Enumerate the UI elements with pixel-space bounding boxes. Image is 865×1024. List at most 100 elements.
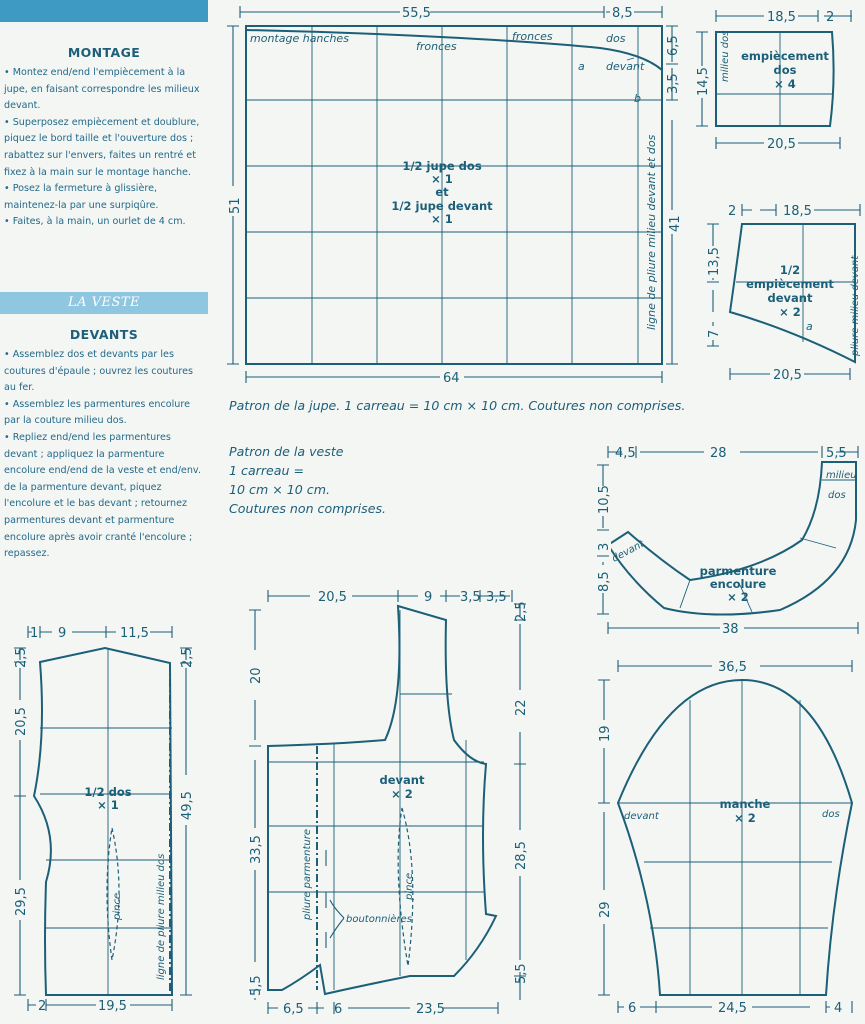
caption-jupe: Patron de la jupe. 1 carreau = 10 cm × 1… [229,398,686,413]
caption-veste-line: Coutures non comprises. [229,501,387,516]
parmenture-title: × 2 [727,590,749,604]
empiecement-devant-dim-bottom: 20,5 [773,368,802,383]
dos-dim-bottom-a: 2 [38,999,46,1014]
devant-veste-pattern: 20,5 9 3,5 3,5 20 33,5 5,5 2,5 22 28,5 5… [248,590,529,1017]
caption-veste-line: 1 carreau = [229,463,305,478]
devant-pince [397,807,414,967]
parmenture-dim-top-a: 4,5 [615,446,636,461]
skirt-title-line: × 1 [431,172,453,186]
skirt-title-line: 1/2 jupe devant [391,199,493,213]
skirt-title-line: × 1 [431,212,453,226]
dos-dim-right-b: 49,5 [180,791,195,820]
parmenture-milieu: milieu [826,470,857,481]
montage-step-3: • Posez la fermeture à glissière, mainte… [4,183,159,211]
manche-dim-bottom-b: 24,5 [718,1001,747,1016]
empiecement-devant-dim-left-b: 7 [707,330,722,338]
devant-dim-right-c: 28,5 [514,841,529,870]
empiecement-devant-dim-top-left: 2 [728,204,736,219]
parmenture-devant: devant [610,538,647,565]
manche-dim-top: 36,5 [718,660,747,675]
boutonnieres-marks [325,850,345,948]
devant-pliure-label: pliure parmenture [302,829,313,921]
skirt-label-dos: dos [606,32,626,45]
skirt-label-fronces: fronces [416,40,457,53]
empiecement-dos-milieu: milieu dos [720,31,731,82]
empiecement-devant-fold: pliure milieu devant [850,255,861,357]
devant-dim-left-a: 20 [249,667,264,684]
empiecement-devant-title: empiècement [746,277,834,291]
empiecement-dos-dim-top: 18,5 [767,10,796,25]
montage-step-2: • Superposez empiècement et doublure, pi… [4,116,200,178]
dos-pince [106,827,120,961]
devant-dim-top-d: 3,5 [486,590,507,605]
dos-dim-left-b: 20,5 [14,707,29,736]
dos-dim-left-c: 29,5 [14,887,29,916]
empiecement-devant-a: a [806,320,813,333]
skirt-dim-left: 51 [228,197,243,214]
skirt-dim-top-a: 55,5 [402,6,431,21]
manche-dim-left-b: 29 [598,901,613,918]
devants-step-1: • Assemblez dos et devants par les coutu… [4,349,193,394]
empiecement-devant-pattern: 2 18,5 13,5 7 20,5 1/2 empiècement devan… [706,202,861,383]
dos-dim-bottom-b: 19,5 [98,999,127,1014]
devant-dim-top-c: 3,5 [460,590,481,605]
skirt-pattern: 55,5 8,5 51 64 6,5 3,5 41 montage hanche… [226,4,683,386]
dos-title: × 1 [97,798,119,812]
dos-fold-label: ligne de pliure milieu dos [156,854,167,980]
empiecement-dos-dim-top-right: 2 [826,10,834,25]
dos-veste-pattern: 1 9 11,5 2,5 20,5 29,5 2,5 49,5 2 19,5 1… [13,626,195,1014]
dos-dim-top-b: 9 [58,626,66,641]
devant-pince-label: pince [404,873,415,901]
parmenture-dim-left-b: 3 [597,543,612,551]
devants-step-3: • Repliez end/end les parmentures devant… [4,431,201,560]
devants-heading: DEVANTS [69,327,139,342]
manche-dim-bottom-a: 6 [628,1001,636,1016]
dos-dim-left-a: 2,5 [14,647,29,668]
devant-dim-top-a: 20,5 [318,590,347,605]
parmenture-dim-left-a: 10,5 [597,485,612,514]
empiecement-devant-title: devant [768,291,813,305]
skirt-dim-bottom: 64 [443,371,460,386]
devants-instructions: • Assemblez dos et devants par les coutu… [4,347,207,563]
parmenture-title: encolure [710,577,767,591]
parmenture-title: parmenture [700,564,777,578]
devant-dim-bottom-c: 23,5 [416,1002,445,1017]
parmenture-dim-left-c: 8,5 [597,571,612,592]
empiecement-devant-title: 1/2 [780,263,800,277]
montage-step-4: • Faites, à la main, un ourlet de 4 cm. [4,216,186,228]
caption-veste-line: 10 cm × 10 cm. [229,482,331,497]
manche-pattern: 36,5 19 29 6 24,5 4 manche × 2 devant do… [597,660,854,1016]
dos-dim-right-a: 2,5 [180,647,195,668]
header-color-bar [0,0,208,22]
parmenture-dim-bottom: 38 [722,622,739,637]
devant-title: devant [380,773,425,787]
empiecement-devant-dim-top: 18,5 [783,204,812,219]
skirt-label-b: b [634,92,641,105]
skirt-dim-top-b: 8,5 [612,6,633,21]
skirt-label-a: a [578,60,585,73]
devants-step-2: • Assemblez les parmentures encolure par… [4,398,190,427]
dos-title: 1/2 dos [84,785,131,799]
empiecement-dos-pattern: 18,5 2 14,5 20,5 empiècement dos × 4 mil… [695,8,852,152]
devant-dim-left-b: 33,5 [249,835,264,864]
devant-title: × 2 [391,787,413,801]
skirt-dim-right-a: 6,5 [666,35,681,56]
manche-dim-bottom-c: 4 [834,1001,842,1016]
manche-dim-left-a: 19 [598,725,613,742]
manche-title: × 2 [734,811,756,825]
montage-instructions: • Montez end/end l'empiècement à la jupe… [4,65,207,231]
skirt-label-devant: devant [606,60,645,73]
caption-veste: Patron de la veste 1 carreau = 10 cm × 1… [229,442,386,518]
section-band-la-veste: LA VESTE [0,292,208,314]
parmenture-dim-top-c: 5,5 [826,446,847,461]
empiecement-dos-dim-left: 14,5 [696,67,711,96]
skirt-dim-right-c: 41 [668,215,683,232]
dos-dim-top-a: 1 [30,626,38,641]
skirt-dim-right-b: 3,5 [666,73,681,94]
devant-dim-right-b: 22 [514,699,529,716]
devant-boutonnieres-label: boutonnières [346,913,412,925]
empiecement-dos-dim-bottom: 20,5 [767,137,796,152]
manche-devant: devant [624,811,660,822]
manche-dos: dos [822,809,840,820]
